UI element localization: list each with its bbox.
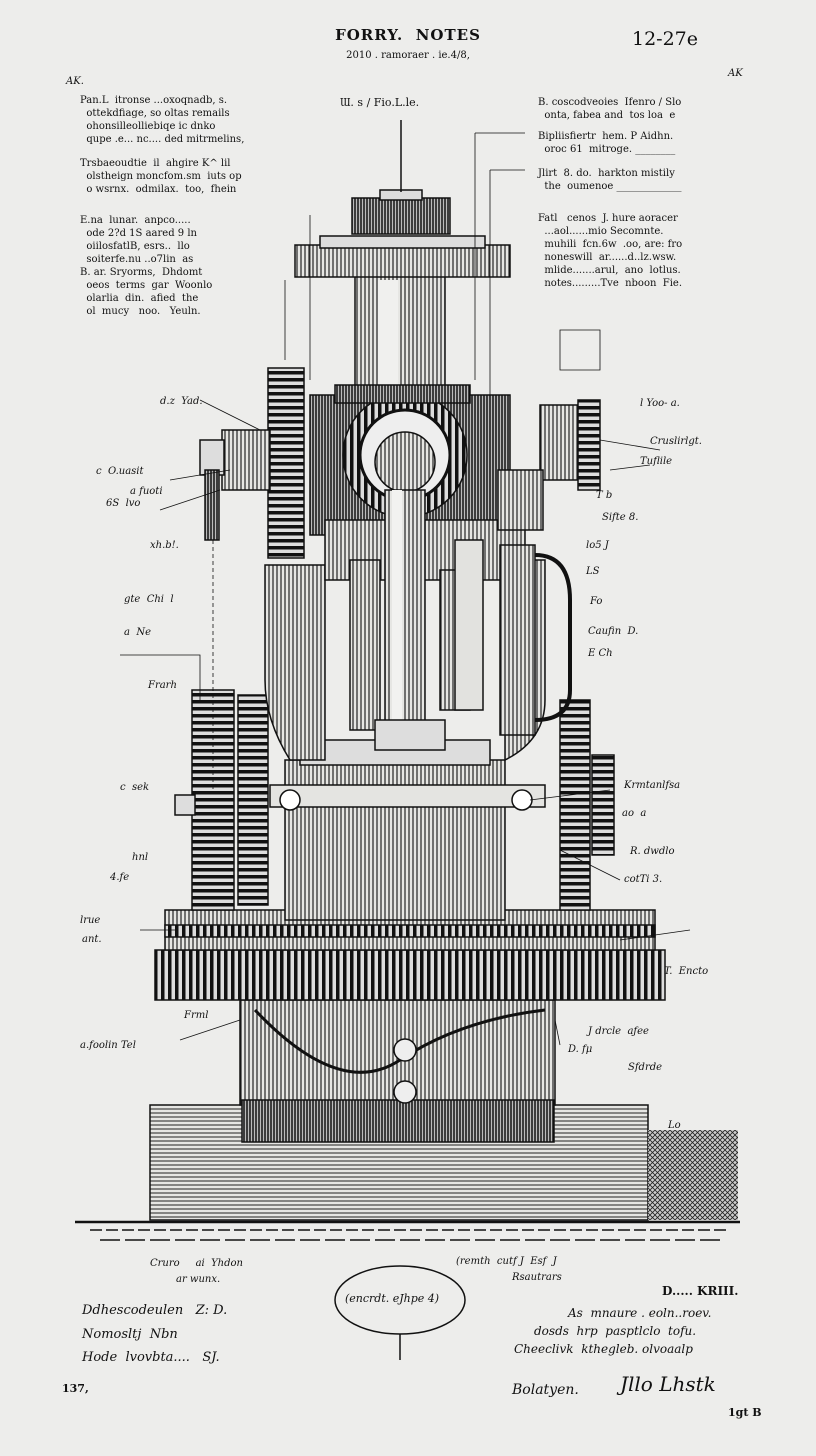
document-subtitle: 2010 . ramoraer . ie.4/8,: [346, 50, 470, 61]
corner-mark-left: AK.: [66, 76, 84, 87]
left-text-block-2: Trsbaeoudtie il ahgire K^ lil olstheign …: [80, 158, 242, 195]
callout: 6S lvo: [106, 498, 141, 509]
callout: Cruslirlgt.: [650, 436, 702, 447]
callout: T. Encto: [664, 966, 709, 977]
seal-text: (encrdt. eJhpe 4): [345, 1292, 440, 1305]
callout: R. dwdlo: [630, 846, 675, 857]
callout: Krmtanlfsa: [624, 780, 681, 791]
signature-label: Bolatyen.: [512, 1382, 579, 1398]
right-text-block-1: B. coscodveoies Ifenro / Slo onta, fabea…: [538, 97, 682, 121]
left-signature-line: Ddhescodeulen Z: D.: [82, 1303, 228, 1318]
callout: cotTi 3.: [624, 874, 663, 885]
top-disc: [294, 244, 511, 278]
right-text-block-3: Jlirt 8. do. harkton mistily the oumenoe…: [538, 168, 682, 192]
callout: a.foolin Tel: [80, 1040, 136, 1051]
callout: Lo: [668, 1120, 681, 1131]
callout: lrue: [80, 915, 101, 926]
callout: 4.fe: [110, 872, 130, 883]
callout: hnl: [132, 852, 149, 863]
figure-label: Ɯ. s / Fio.L.le.: [340, 96, 420, 109]
callout: J drcle aƒee: [588, 1026, 649, 1037]
callout: Sifte 8.: [602, 512, 639, 523]
callout: xh.b!.: [150, 540, 179, 551]
under-caption-left-2: ar wunx.: [176, 1274, 221, 1285]
main-gear-ring: [154, 949, 666, 1001]
right-signature-line: Cheeclivk kthegleb. olvoaalp: [514, 1342, 693, 1356]
callout: Sfdrde: [628, 1062, 663, 1073]
callout: Frml: [184, 1010, 209, 1021]
callout: T b: [596, 490, 613, 501]
document-title: FORRY. NOTES: [335, 26, 481, 44]
patent-number: 12-27e: [632, 28, 699, 50]
corner-mark-right: AK: [728, 68, 743, 79]
callout: D. fμ: [568, 1044, 593, 1055]
under-caption-right-2: Rsautrars: [512, 1272, 562, 1283]
right-signature-line: dosds hrp pasptlclo tofu.: [534, 1324, 697, 1338]
callout: Tuflile: [640, 456, 673, 467]
callout: Frarh: [148, 680, 177, 691]
right-text-block-2: Bipliisfiertr hem. P Aidhn. oroc 61 mitr…: [538, 131, 676, 155]
callout: gte Chi l: [124, 594, 174, 605]
right-signature-line: As mnaure . eoln..roev.: [568, 1306, 712, 1320]
left-signature-line: Nomosltj Nbn: [82, 1327, 178, 1342]
right-heading: D..... KRIII.: [662, 1284, 739, 1298]
callout: LS: [586, 566, 600, 577]
left-signature-line: Hode lvovbta.... SJ.: [82, 1350, 220, 1365]
right-text-block-4: Fatl cenos J. hure aoracer ...aol......m…: [538, 213, 683, 289]
signature: Jllo Lhstk: [620, 1372, 716, 1396]
callout: a fuoti: [130, 486, 163, 497]
left-text-block-3: E.na lunar. anpco..... ode 2?d 1S aared …: [80, 215, 213, 317]
callout: Fo: [590, 596, 603, 607]
left-text-block-1: Pan.L itronse ...oxoqnadb, s. ottekdfiag…: [80, 95, 245, 145]
page-number-left: 137,: [62, 1382, 89, 1395]
callout: c O.uasit: [96, 466, 144, 477]
callout: Caufin D.: [588, 626, 639, 637]
callout: d.z Yad.: [160, 396, 203, 407]
callout: E Ch: [588, 648, 613, 659]
callout: l Yoo- a.: [640, 398, 680, 409]
under-caption-right: (remth cutf J Esf J: [456, 1256, 557, 1267]
page-number-right: 1gt B: [728, 1406, 762, 1419]
callout: ant.: [82, 934, 102, 945]
callout: c sek: [120, 782, 150, 793]
callout: ao a: [622, 808, 647, 819]
callout: a Ne: [124, 627, 151, 638]
under-caption-left: Cruro ai Yhdon: [150, 1258, 243, 1269]
callout: lo5 J: [586, 540, 609, 551]
